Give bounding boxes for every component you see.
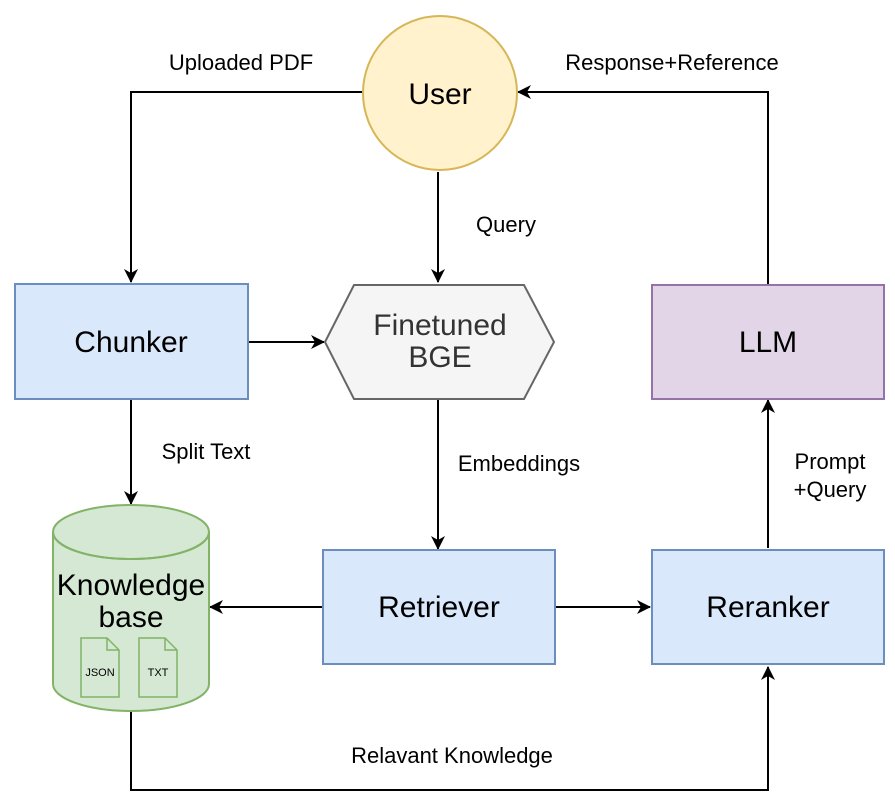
reranker-label: Reranker — [706, 591, 829, 624]
knowledge-base-cylinder-rim — [52, 531, 210, 560]
user-label: User — [408, 78, 471, 111]
query-label: Query — [476, 212, 536, 237]
edge-user-to-chunker — [124, 91, 362, 283]
embeddings-label: Embeddings — [458, 451, 580, 476]
json-file-label: JSON — [85, 667, 114, 679]
retriever-label: Retriever — [378, 591, 500, 624]
split-text-label: Split Text — [162, 439, 251, 464]
knowledge-base-node: Knowledge base JSON TXT — [52, 504, 210, 712]
user-node: User — [362, 15, 518, 171]
json-file-icon: JSON — [80, 637, 120, 698]
txt-file-fold — [164, 638, 177, 651]
plus-query-label: +Query — [794, 477, 867, 502]
txt-file-shape — [138, 637, 178, 698]
edges — [124, 85, 775, 791]
chunker-box — [14, 283, 249, 400]
json-file-shape — [80, 637, 120, 698]
retriever-box — [322, 549, 556, 665]
bge-node: Finetuned BGE — [323, 284, 556, 400]
bge-hexagon — [323, 284, 556, 400]
uploaded-pdf-label: Uploaded PDF — [169, 50, 313, 75]
user-circle — [362, 15, 518, 171]
json-file-fold — [106, 638, 119, 651]
edge-knowledge-base-to-reranker — [130, 666, 775, 791]
bge-label-line1: Finetuned — [373, 309, 506, 342]
relevant-knowledge-label: Relavant Knowledge — [351, 743, 553, 768]
llm-node: LLM — [651, 284, 885, 400]
retriever-node: Retriever — [322, 549, 556, 665]
chunker-label: Chunker — [74, 326, 187, 359]
prompt-label: Prompt — [795, 449, 866, 474]
bge-label-line2: BGE — [408, 341, 471, 374]
txt-file-icon: TXT — [138, 637, 178, 698]
llm-label: LLM — [739, 326, 797, 359]
txt-file-label: TXT — [148, 667, 169, 679]
edge-llm-to-user — [517, 85, 769, 284]
response-reference-label: Response+Reference — [565, 50, 778, 75]
knowledge-base-label-line2: base — [98, 601, 163, 634]
knowledge-base-label-line1: Knowledge — [57, 569, 205, 602]
reranker-box — [651, 549, 885, 665]
chunker-node: Chunker — [14, 283, 249, 400]
reranker-node: Reranker — [651, 549, 885, 665]
llm-box — [651, 284, 885, 400]
edge-labels: Uploaded PDF Response+Reference Query Sp… — [162, 50, 867, 768]
